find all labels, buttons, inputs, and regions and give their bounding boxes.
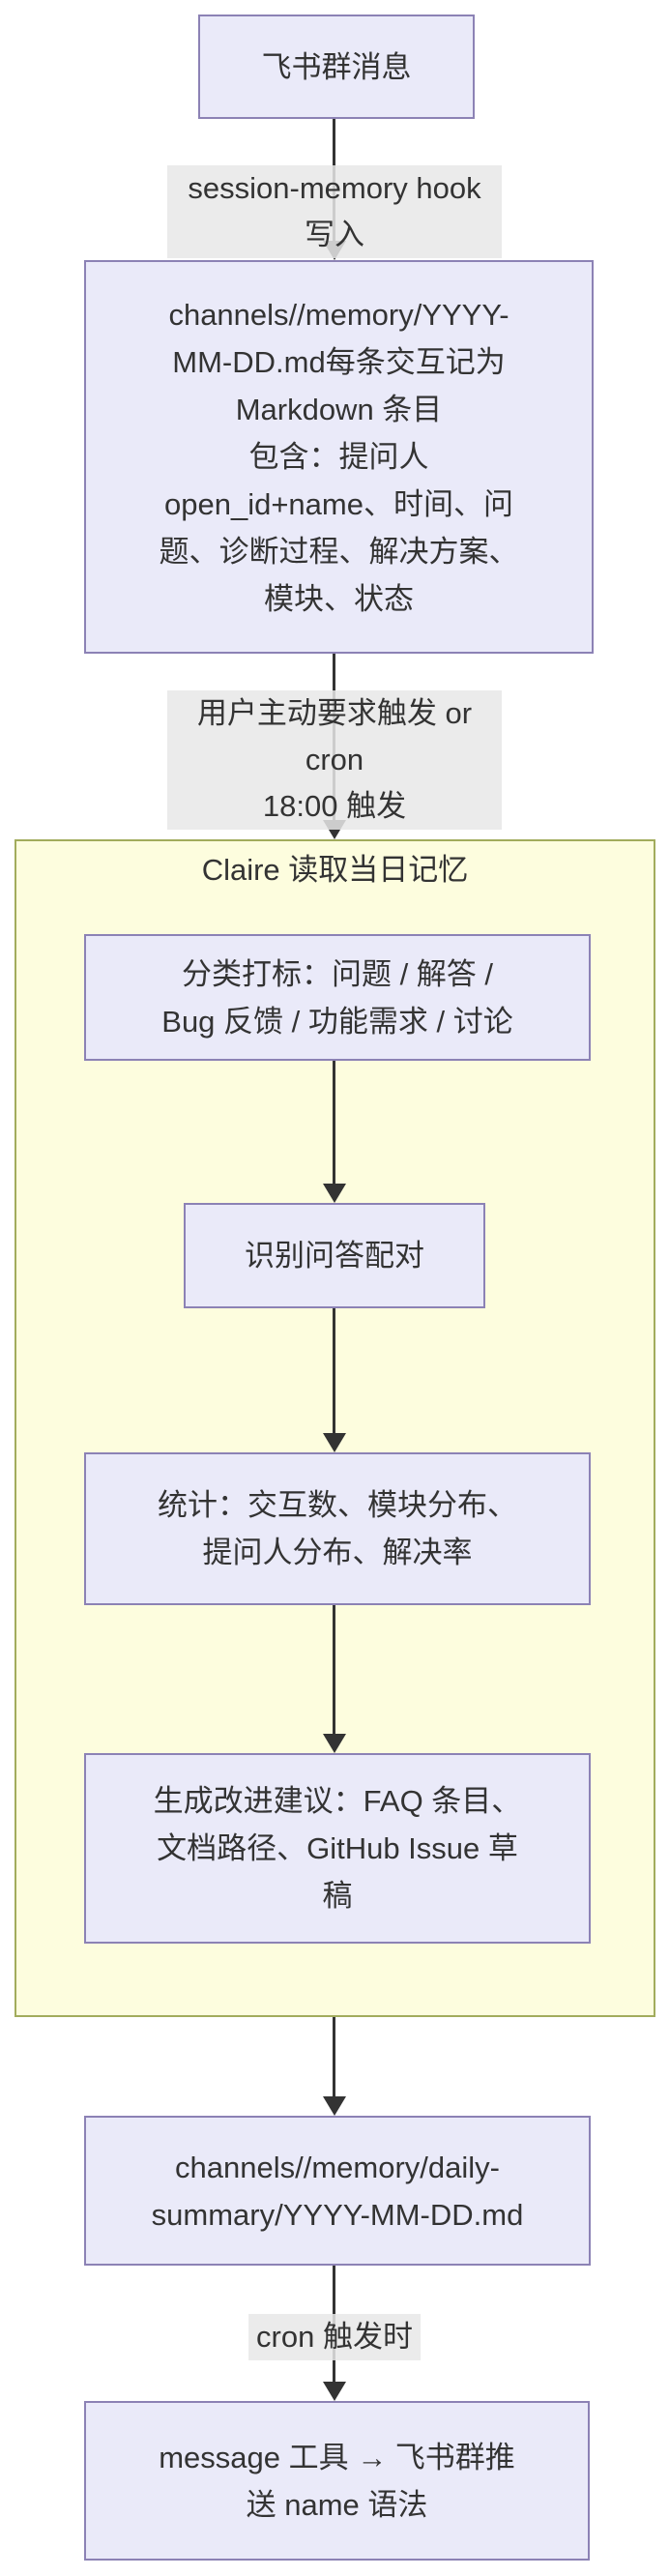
node-improvement-suggestions: 生成改进建议：FAQ 条目、 文档路径、GitHub Issue 草 稿 <box>84 1753 591 1944</box>
node-label: 飞书群消息 <box>261 49 412 84</box>
arrowhead-down-icon <box>323 2096 346 2116</box>
node-feishu-group-messages: 飞书群消息 <box>198 15 475 119</box>
edge-cluster-to-daily-summary <box>333 2017 335 2097</box>
edge-label-trigger-condition: 用户主动要求触发 or cron 18:00 触发 <box>167 690 502 830</box>
cluster-title: Claire 读取当日记忆 <box>201 853 469 887</box>
node-daily-summary-file: channels//memory/daily- summary/YYYY-MM-… <box>84 2116 591 2266</box>
edge-label-session-memory-hook: session-memory hook 写入 <box>167 165 502 258</box>
node-label: 识别问答配对 <box>245 1239 424 1273</box>
node-statistics: 统计：交互数、模块分布、 提问人分布、解决率 <box>84 1452 591 1605</box>
node-classify-tagging: 分类打标：问题 / 解答 / Bug 反馈 / 功能需求 / 讨论 <box>84 934 591 1061</box>
node-label: channels//memory/daily- summary/YYYY-MM-… <box>151 2150 524 2232</box>
node-memory-file-format: channels//memory/YYYY- MM-DD.md每条交互记为 Ma… <box>84 260 594 654</box>
node-label: 生成改进建议：FAQ 条目、 文档路径、GitHub Issue 草 稿 <box>153 1784 522 1913</box>
edge-classify-to-qa-pairs <box>333 1061 335 1186</box>
edge-qa-pairs-to-statistics <box>333 1308 335 1435</box>
arrowhead-down-icon <box>323 1184 346 1203</box>
arrowhead-down-icon <box>323 1433 346 1452</box>
arrowhead-down-icon <box>323 2382 346 2401</box>
node-label: channels//memory/YYYY- MM-DD.md每条交互记为 Ma… <box>159 298 519 616</box>
arrowhead-down-icon <box>323 1734 346 1753</box>
node-label: 统计：交互数、模块分布、 提问人分布、解决率 <box>158 1488 517 1569</box>
edge-statistics-to-suggestions <box>333 1605 335 1735</box>
node-label: message 工具 → 飞书群推 送 name 语法 <box>159 2440 515 2522</box>
node-identify-qa-pairs: 识别问答配对 <box>184 1203 485 1308</box>
node-label: 分类打标：问题 / 解答 / Bug 反馈 / 功能需求 / 讨论 <box>161 956 513 1039</box>
edge-label-cron-trigger: cron 触发时 <box>248 2314 421 2360</box>
node-message-push: message 工具 → 飞书群推 送 name 语法 <box>84 2401 590 2561</box>
